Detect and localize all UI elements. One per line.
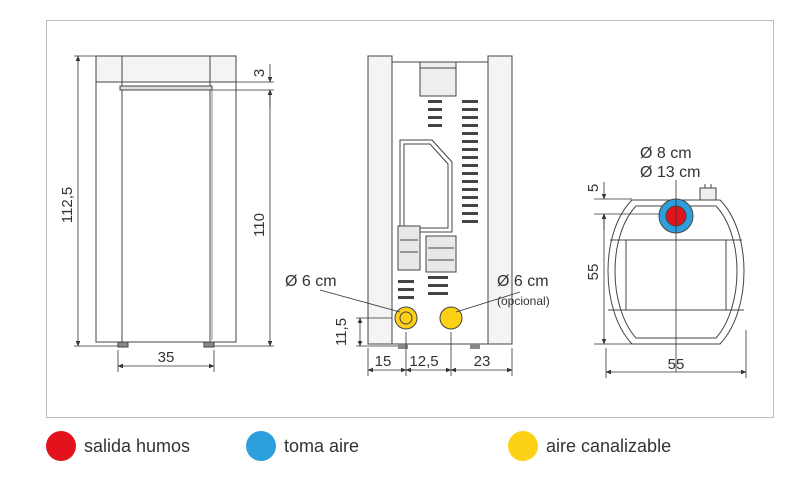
legend-dot-red: [46, 431, 76, 461]
legend-dot-blue: [246, 431, 276, 461]
diagram-frame: [46, 20, 774, 418]
air-intake-outlet: [394, 306, 418, 330]
flue-offset: 5: [585, 184, 602, 192]
front-width: 35: [158, 349, 175, 366]
air-channel-diameter: Ø 6 cm: [497, 273, 549, 290]
legend-item-air: toma aire: [246, 430, 359, 462]
air-channel-note: (opcional): [497, 294, 550, 308]
flue-diameter-1: Ø 8 cm: [640, 145, 692, 162]
top-view: [607, 184, 745, 345]
front-height-total: 112,5: [59, 187, 76, 223]
back-view: [367, 55, 513, 345]
outlet-height: 11,5: [333, 318, 350, 346]
top-width: 55: [668, 356, 685, 373]
legend-dot-yellow: [508, 431, 538, 461]
legend-item-smoke: salida humos: [46, 430, 190, 462]
legend-item-channel: aire canalizable: [508, 430, 671, 462]
legend-label: aire canalizable: [546, 435, 672, 456]
front-top-gap: 3: [251, 69, 268, 77]
front-view: [95, 55, 237, 348]
legend-label: toma aire: [284, 435, 360, 456]
top-depth: 55: [585, 264, 602, 281]
flue-diameter-2: Ø 13 cm: [640, 164, 700, 181]
offset-left: 15: [375, 353, 392, 370]
legend-label: salida humos: [84, 435, 191, 456]
back-dimension-lines: [319, 289, 521, 376]
back-vent-grille: [398, 100, 478, 299]
air-channel-outlet: [439, 306, 463, 330]
offset-right: 23: [474, 353, 491, 370]
air-intake-diameter: Ø 6 cm: [285, 273, 337, 290]
spacing: 12,5: [409, 353, 438, 370]
top-dimension-lines: [594, 180, 747, 378]
legend: salida humos toma aire aire canalizable: [0, 430, 800, 470]
front-height-inner: 110: [251, 213, 268, 237]
front-dimension-lines: [74, 55, 274, 372]
